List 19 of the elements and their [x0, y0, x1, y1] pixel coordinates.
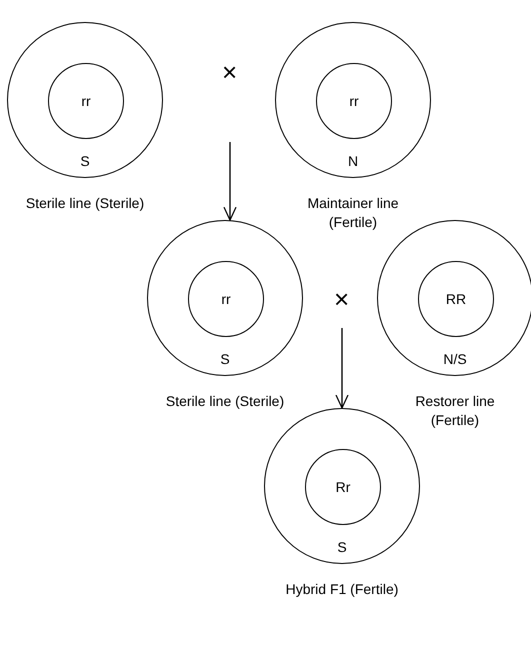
cytoplasm-text: S [80, 153, 90, 169]
line-caption: Hybrid F1 (Fertile) [284, 580, 400, 599]
cytoplasm-text: N/S [443, 351, 467, 367]
line-caption: Maintainer line (Fertile) [306, 194, 400, 232]
genotype-text: Rr [336, 479, 350, 495]
cytoplasm-text: S [337, 539, 347, 555]
genotype-text: rr [349, 93, 359, 109]
cytoplasm-text: N [348, 153, 358, 169]
arrow [335, 328, 349, 409]
genotype-text: RR [446, 291, 466, 307]
line-caption: Sterile line (Sterile) [165, 392, 285, 411]
line-caption: Restorer line (Fertile) [414, 392, 496, 430]
genotype-text: rr [221, 291, 231, 307]
line-caption: Sterile line (Sterile) [25, 194, 145, 213]
cross-symbol: × [334, 286, 350, 312]
cytoplasm-text: S [220, 351, 230, 367]
arrow [223, 142, 237, 221]
cross-symbol: × [222, 59, 238, 85]
genotype-text: rr [81, 93, 91, 109]
